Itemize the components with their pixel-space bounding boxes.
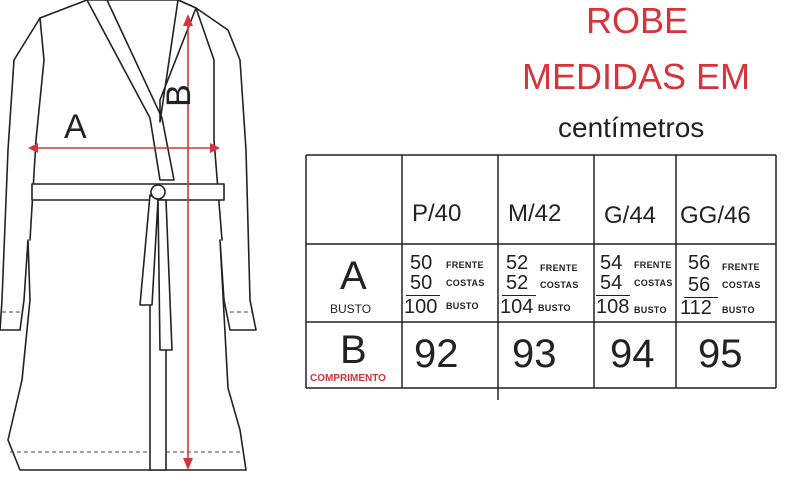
cell-g-divider: [596, 295, 630, 296]
cell-m-back: 52: [506, 272, 529, 294]
title-medidas-em: MEDIDAS EM: [522, 56, 751, 97]
cell-p-total-label: BUSTO: [446, 301, 479, 311]
cell-p-back-label: COSTAS: [446, 278, 485, 288]
robe-belt: [31, 183, 225, 201]
robe-body: [0, 0, 257, 471]
size-header-m: M/42: [508, 200, 562, 227]
size-header-gg: GG/46: [680, 202, 751, 229]
size-header-p: P/40: [412, 200, 462, 227]
belt-tie-right: [157, 199, 173, 351]
row-a-sublabel: BUSTO: [330, 302, 372, 316]
belt-knot: [150, 184, 166, 200]
cell-m-front-label: FRENTE: [540, 263, 578, 273]
cell-p-front: 50: [410, 252, 433, 274]
robe-collar-right: [159, 0, 197, 123]
cell-gg-back: 56: [688, 274, 711, 296]
cell-g-back: 54: [600, 272, 623, 294]
cell-gg-divider: [684, 297, 718, 298]
cell-m-front: 52: [506, 252, 529, 274]
title-robe: ROBE: [586, 0, 689, 41]
cell-gg-front: 56: [688, 252, 711, 274]
cell-m-total: 104: [500, 296, 534, 318]
cell-gg-back-label: COSTAS: [722, 280, 761, 290]
row-a-letter: A: [340, 254, 367, 298]
title-unit: centímetros: [558, 112, 705, 143]
cell-gg-total-label: BUSTO: [722, 305, 755, 315]
size-header-g: G/44: [604, 202, 657, 229]
robe-illustration: [0, 0, 257, 471]
cell-g-front: 54: [600, 252, 623, 274]
length-m: 93: [512, 332, 557, 376]
measure-a-arrow-right: [210, 143, 220, 153]
cell-p-divider: [406, 295, 440, 296]
cell-m-back-label: COSTAS: [540, 280, 579, 290]
row-b-letter: B: [340, 328, 367, 372]
measure-a-label: A: [64, 108, 87, 146]
cell-m-divider: [502, 295, 536, 296]
cell-g-total-label: BUSTO: [634, 305, 667, 315]
length-gg: 95: [698, 332, 743, 376]
cell-p-front-label: FRENTE: [446, 260, 484, 270]
length-g: 94: [610, 332, 655, 376]
measure-b-label: B: [159, 84, 198, 107]
cell-g-front-label: FRENTE: [634, 260, 672, 270]
cell-m-total-label: BUSTO: [538, 303, 571, 313]
robe-collar: [86, 0, 175, 181]
cell-p-back: 50: [410, 272, 433, 294]
measure-b-arrow-bottom: [183, 458, 193, 470]
cell-g-back-label: COSTAS: [634, 278, 673, 288]
cell-p-total: 100: [404, 296, 438, 318]
length-p: 92: [414, 332, 459, 376]
measure-b-arrow-top: [183, 14, 193, 26]
row-b-sublabel: COMPRIMENTO: [310, 373, 386, 384]
measure-a-arrow-left: [28, 143, 38, 153]
cell-gg-total: 112: [680, 297, 712, 319]
cell-gg-front-label: FRENTE: [722, 262, 760, 272]
cell-g-total: 108: [596, 296, 630, 318]
